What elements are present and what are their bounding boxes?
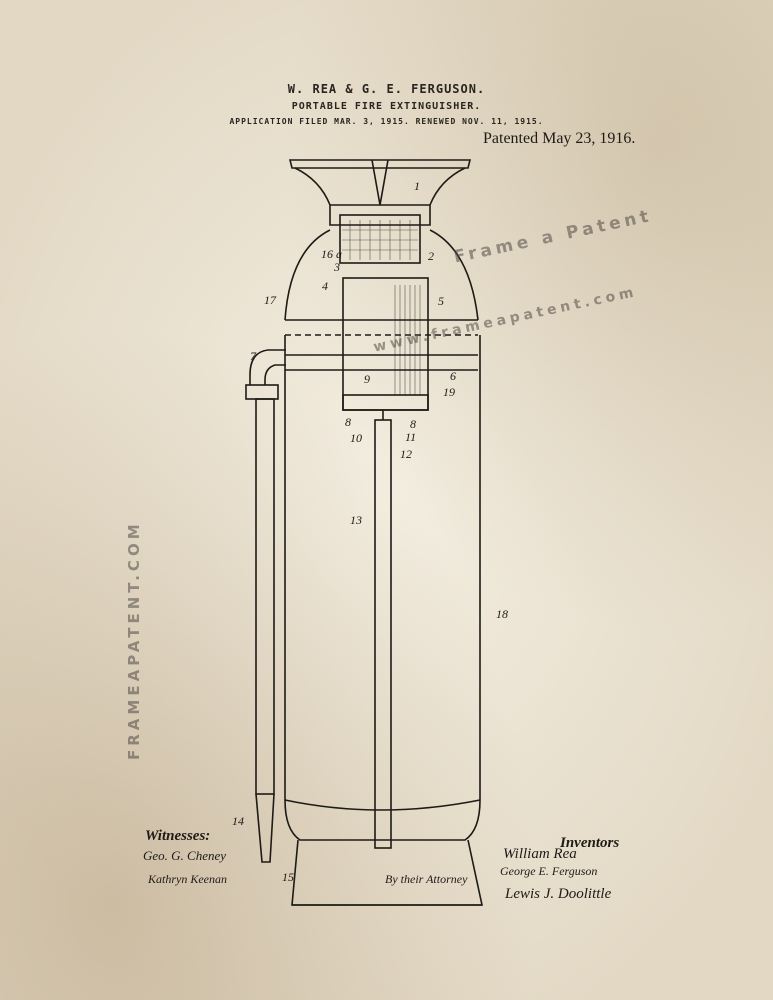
label-19: 19 xyxy=(443,385,455,399)
label-5: 5 xyxy=(438,294,444,308)
witnesses-heading: Witnesses: xyxy=(145,828,211,844)
patented-date: Patented May 23, 1916. xyxy=(483,130,636,147)
filing-line: APPLICATION FILED MAR. 3, 1915. RENEWED … xyxy=(229,117,544,126)
hose-tube xyxy=(255,398,275,795)
label-2: 2 xyxy=(428,249,434,263)
funnel-rim xyxy=(288,159,472,169)
label-11: 11 xyxy=(405,430,416,444)
tank-dome xyxy=(284,229,479,321)
label-3: 3 xyxy=(333,260,340,274)
label-8b: 8 xyxy=(410,417,416,431)
label-18: 18 xyxy=(496,607,508,621)
label-7: 7 xyxy=(250,349,257,363)
label-16a: 16 a xyxy=(321,247,342,261)
witness-1-signature: Geo. G. Cheney xyxy=(143,848,227,863)
label-8a: 8 xyxy=(345,415,351,429)
hose-nozzle xyxy=(255,793,275,863)
patent-title: PORTABLE FIRE EXTINGUISHER. xyxy=(291,101,482,112)
inventors-line: W. REA & G. E. FERGUSON. xyxy=(287,82,486,96)
hose-coupling xyxy=(245,384,279,400)
inventor-2-signature: George E. Ferguson xyxy=(500,864,598,878)
funnel-cone xyxy=(371,159,389,206)
label-17: 17 xyxy=(264,293,277,307)
label-13: 13 xyxy=(350,513,362,527)
label-14: 14 xyxy=(232,814,244,828)
tank-body xyxy=(284,335,481,841)
hose-elbow xyxy=(249,349,286,385)
inventor-1-signature: William Rea xyxy=(503,846,577,862)
label-10: 10 xyxy=(350,431,362,445)
watermark-side: FRAMEAPATENT.COM xyxy=(125,520,143,760)
screen-mesh xyxy=(339,214,421,264)
attorney-prefix: By their Attorney xyxy=(385,872,468,886)
label-15: 15 xyxy=(282,870,294,884)
label-1: 1 xyxy=(414,179,420,193)
central-rod xyxy=(374,419,392,849)
attorney-signature: Lewis J. Doolittle xyxy=(505,886,612,902)
label-4: 4 xyxy=(322,279,328,293)
funnel-body xyxy=(294,167,466,206)
label-6: 6 xyxy=(450,369,456,383)
label-12: 12 xyxy=(400,447,412,461)
label-9: 9 xyxy=(364,372,370,386)
neck-collar xyxy=(329,204,431,226)
inventors-heading: Inventors xyxy=(560,835,620,851)
witness-2-signature: Kathryn Keenan xyxy=(148,872,227,886)
